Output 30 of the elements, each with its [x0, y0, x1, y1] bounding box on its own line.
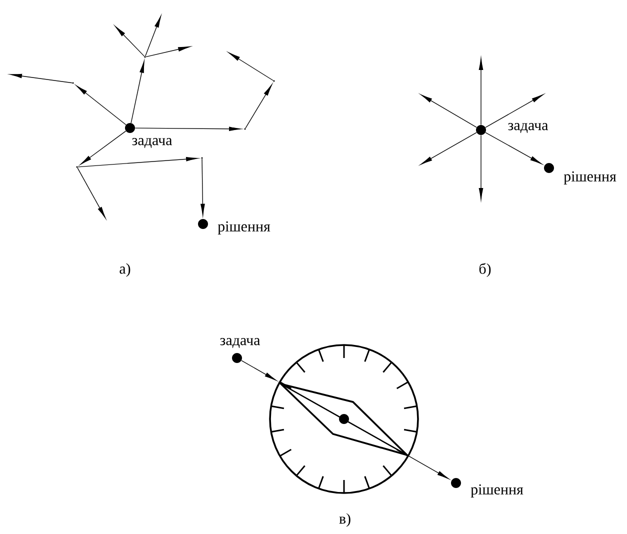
arrow [80, 130, 126, 165]
arrow [245, 84, 272, 129]
arrow [478, 58, 484, 126]
node-label: рішення [470, 484, 524, 498]
arrow [241, 360, 276, 381]
arrow [115, 26, 145, 57]
arrow [134, 126, 241, 132]
arrow [420, 94, 477, 128]
arrow [228, 52, 274, 81]
panel-caption: в) [339, 513, 350, 527]
arrow [10, 74, 72, 84]
panel-caption: а) [120, 263, 130, 277]
node-label: рішення [218, 221, 270, 235]
panel-caption: б) [479, 263, 491, 277]
node-label: рішення [564, 171, 616, 185]
arrow [78, 156, 198, 168]
arrow [76, 85, 126, 126]
arrow [145, 16, 162, 56]
node-label: задача [508, 123, 548, 133]
dial-drawing [269, 344, 419, 494]
node-label: задача [220, 338, 260, 348]
arrow [485, 94, 544, 128]
node-label: задача [132, 138, 172, 148]
arrow [478, 134, 484, 200]
arrow [146, 46, 190, 58]
arrow [200, 158, 205, 216]
arrow [485, 132, 542, 164]
arrow [77, 167, 106, 218]
arrow [420, 132, 477, 165]
arrow [408, 456, 449, 480]
